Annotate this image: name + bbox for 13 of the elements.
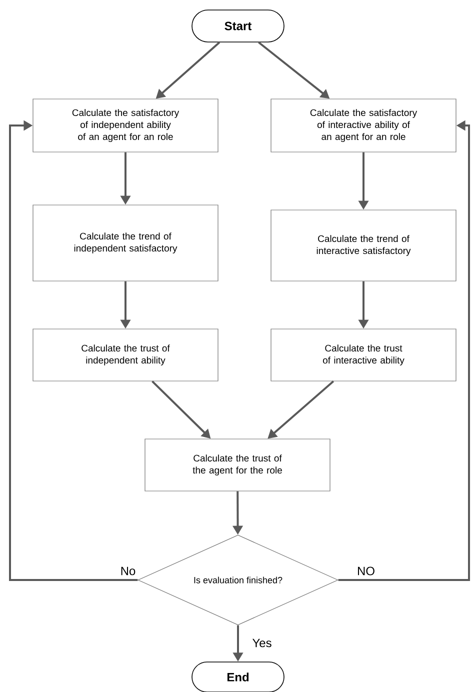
edge-label: NO — [356, 566, 376, 576]
process-box: Calculate the trust of the agent for the role — [144, 438, 330, 492]
edge-label: No — [119, 566, 137, 576]
process-box: Calculate the trust of independent ability — [32, 328, 218, 382]
process-box: Calculate the satisfactory of interactive ability of an agent for an role — [270, 98, 456, 152]
terminal-box: Start — [192, 10, 284, 42]
process-box: Calculate the trend of independent satisfactory — [32, 204, 218, 282]
terminal-box: End — [192, 662, 284, 692]
edge-label: Yes — [251, 638, 273, 648]
process-box: Calculate the satisfactory of independent ability of an agent for an role — [32, 98, 218, 152]
process-box: Calculate the trend of interactive satisfactory — [270, 210, 456, 282]
arrow — [9, 120, 138, 581]
process-box: Calculate the trust of interactive ability — [270, 328, 456, 382]
